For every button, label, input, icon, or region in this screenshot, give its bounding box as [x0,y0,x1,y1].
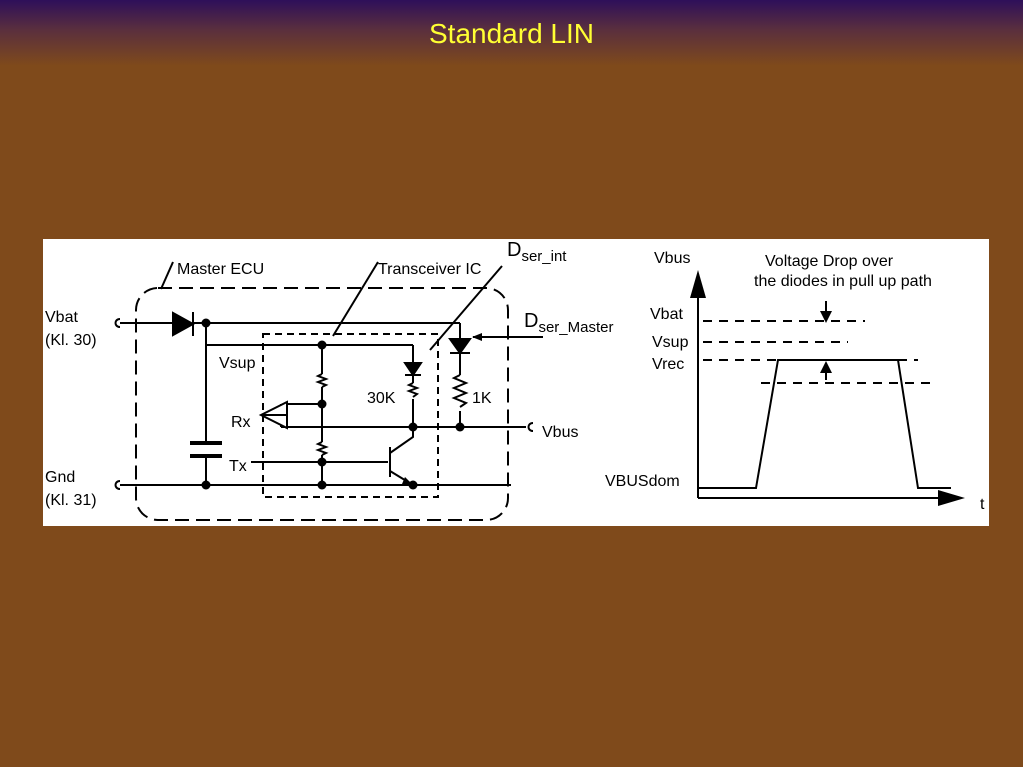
lin-diagram-svg: Master ECU Transceiver IC Dser_int Dser_… [45,239,985,521]
r30k-label: 30K [367,390,396,407]
gnd-terminal [114,480,121,490]
resistor-upper [315,373,329,388]
junction-dot [317,340,327,350]
rx-label: Rx [231,414,251,431]
vbat-terminal [114,318,121,328]
junction-dot [201,480,211,490]
transistor-collector [389,427,414,454]
slide-title: Standard LIN [429,18,594,49]
junction-dot [408,422,418,432]
junction-dot [317,399,327,409]
transceiver-boundary [262,333,439,498]
dser-int-label: Dser_int [507,239,567,265]
master-ecu-boundary [135,287,509,521]
junction-dot [317,480,327,490]
transceiver-leader [332,261,379,337]
transceiver-label: Transceiver IC [378,261,481,278]
annotation-line2: the diodes in pull up path [754,273,932,290]
title-bar [0,0,1023,66]
master-ecu-leader [160,261,174,290]
vbat-label: Vbat [45,309,78,326]
level-vbat-label: Vbat [650,306,683,323]
level-vsup-label: Vsup [652,334,689,351]
junction-dot [455,422,465,432]
diode-dser-master [448,338,472,355]
y-axis-arrowhead [690,270,706,298]
junction-dot [201,318,211,328]
gnd-label: Gnd [45,469,75,486]
vbat-terminal-label: (Kl. 30) [45,332,97,349]
gnd-terminal-label: (Kl. 31) [45,492,97,509]
vbus-terminal [527,422,534,432]
diode-vbat [172,311,196,337]
vbus-label: Vbus [542,424,578,441]
vsup-label: Vsup [219,355,256,372]
dser-int-pointer [429,265,503,351]
resistor-30k [406,382,420,398]
drop-arrowhead-up [820,361,832,373]
rx-comparator [258,400,288,430]
r1k-label: 1K [472,390,492,407]
x-axis-label: t [980,496,985,513]
level-vrec-label: Vrec [652,356,684,373]
y-axis-label: Vbus [654,250,690,267]
master-ecu-label: Master ECU [177,261,264,278]
junction-dot [317,457,327,467]
lin-figure: Master ECU Transceiver IC Dser_int Dser_… [43,239,989,526]
diode-dser-int [403,362,423,377]
resistor-1k [451,374,469,408]
tx-label: Tx [229,458,247,475]
bus-waveform [698,359,951,489]
junction-dot [408,480,418,490]
level-vbusdom-label: VBUSdom [605,473,680,490]
resistor-lower [315,441,329,456]
annotation-line1: Voltage Drop over [765,253,894,270]
x-axis-arrowhead [938,490,965,506]
dser-master-label: Dser_Master [524,310,613,336]
drop-arrowhead-down [820,311,832,323]
